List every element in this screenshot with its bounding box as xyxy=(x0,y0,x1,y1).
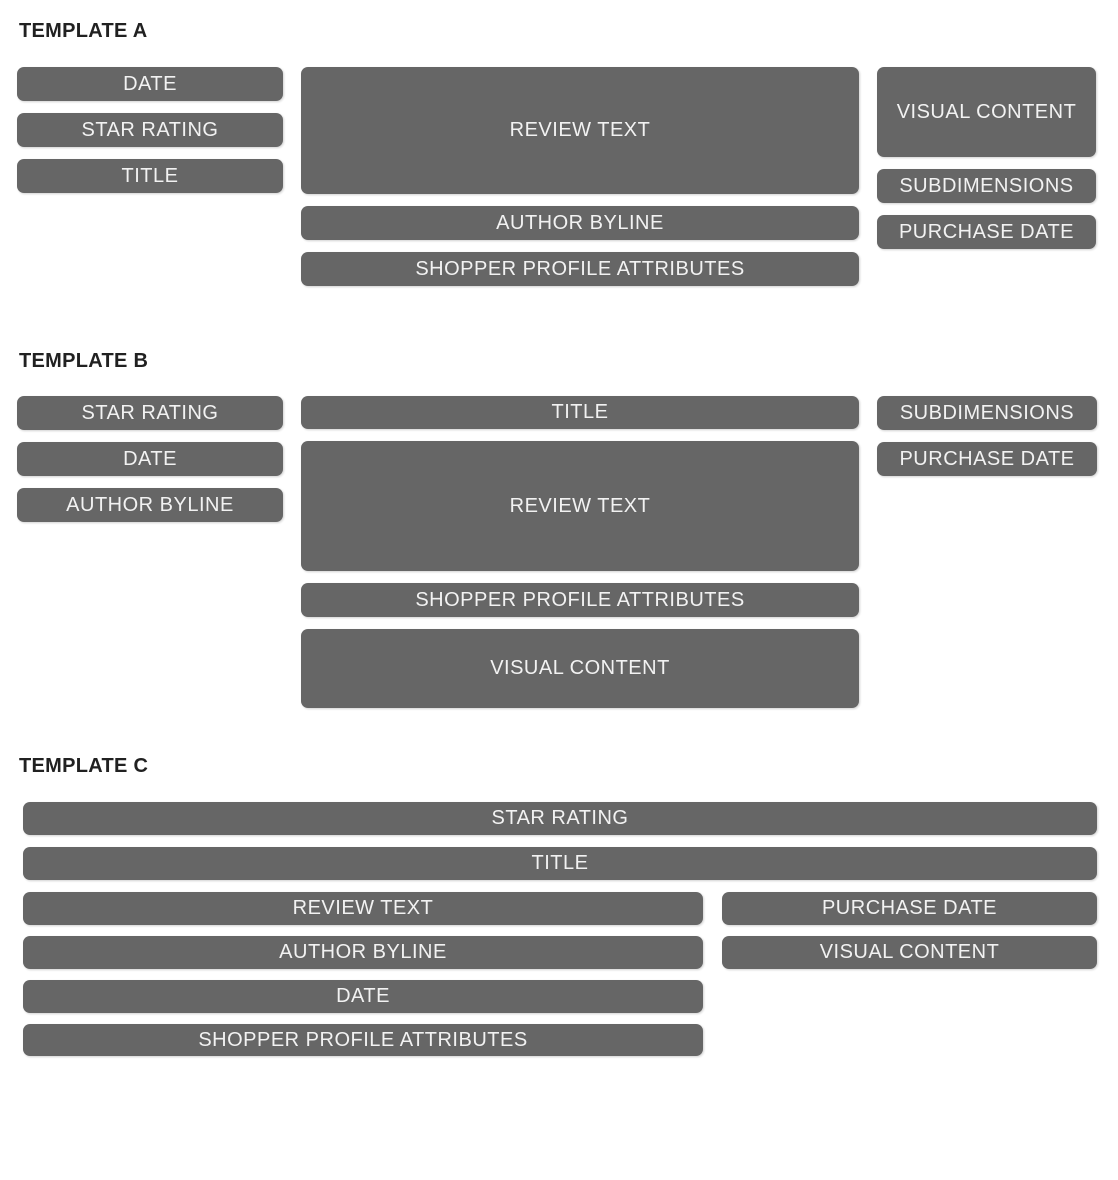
field-box-title: TITLE xyxy=(23,847,1097,880)
template-c-heading: TEMPLATE C xyxy=(19,755,149,777)
field-box-review-text: REVIEW TEXT xyxy=(301,67,859,194)
field-box-star-rating: STAR RATING xyxy=(23,802,1097,835)
field-box-title: TITLE xyxy=(17,159,283,193)
template-c-columns: REVIEW TEXT AUTHOR BYLINE DATE SHOPPER P… xyxy=(23,892,1097,1056)
template-a-left-column: DATE STAR RATING TITLE xyxy=(17,67,283,193)
field-box-star-rating: STAR RATING xyxy=(17,396,283,430)
template-a-heading: TEMPLATE A xyxy=(19,20,148,42)
field-box-purchase-date: PURCHASE DATE xyxy=(877,215,1096,249)
template-b-middle-column: TITLE REVIEW TEXT SHOPPER PROFILE ATTRIB… xyxy=(301,396,859,708)
template-b-right-column: SUBDIMENSIONS PURCHASE DATE xyxy=(877,396,1097,476)
field-box-shopper-profile-attributes: SHOPPER PROFILE ATTRIBUTES xyxy=(23,1024,703,1056)
template-a-section: TEMPLATE A DATE STAR RATING TITLE REVIEW… xyxy=(0,0,1118,286)
field-box-date: DATE xyxy=(17,442,283,476)
field-box-purchase-date: PURCHASE DATE xyxy=(722,892,1097,925)
template-c-right-column: PURCHASE DATE VISUAL CONTENT xyxy=(722,892,1097,969)
template-b-section: TEMPLATE B STAR RATING DATE AUTHOR BYLIN… xyxy=(0,286,1118,708)
template-b-columns: STAR RATING DATE AUTHOR BYLINE TITLE REV… xyxy=(17,396,1118,708)
field-box-subdimensions: SUBDIMENSIONS xyxy=(877,396,1097,430)
field-box-date: DATE xyxy=(17,67,283,101)
field-box-review-text: REVIEW TEXT xyxy=(301,441,859,571)
field-box-date: DATE xyxy=(23,980,703,1013)
field-box-author-byline: AUTHOR BYLINE xyxy=(301,206,859,240)
field-box-shopper-profile-attributes: SHOPPER PROFILE ATTRIBUTES xyxy=(301,252,859,286)
template-a-middle-column: REVIEW TEXT AUTHOR BYLINE SHOPPER PROFIL… xyxy=(301,67,859,286)
template-a-right-column: VISUAL CONTENT SUBDIMENSIONS PURCHASE DA… xyxy=(877,67,1096,249)
field-box-visual-content: VISUAL CONTENT xyxy=(722,936,1097,969)
template-b-heading: TEMPLATE B xyxy=(19,350,149,372)
template-c-content: STAR RATING TITLE REVIEW TEXT AUTHOR BYL… xyxy=(23,802,1097,1056)
field-box-visual-content: VISUAL CONTENT xyxy=(877,67,1096,157)
field-box-visual-content: VISUAL CONTENT xyxy=(301,629,859,708)
template-c-left-column: REVIEW TEXT AUTHOR BYLINE DATE SHOPPER P… xyxy=(23,892,703,1056)
template-a-columns: DATE STAR RATING TITLE REVIEW TEXT AUTHO… xyxy=(17,67,1118,286)
field-box-subdimensions: SUBDIMENSIONS xyxy=(877,169,1096,203)
field-box-star-rating: STAR RATING xyxy=(17,113,283,147)
field-box-author-byline: AUTHOR BYLINE xyxy=(23,936,703,969)
field-box-purchase-date: PURCHASE DATE xyxy=(877,442,1097,476)
template-b-left-column: STAR RATING DATE AUTHOR BYLINE xyxy=(17,396,283,522)
template-c-section: TEMPLATE C STAR RATING TITLE REVIEW TEXT… xyxy=(0,708,1118,1056)
field-box-shopper-profile-attributes: SHOPPER PROFILE ATTRIBUTES xyxy=(301,583,859,617)
field-box-review-text: REVIEW TEXT xyxy=(23,892,703,925)
field-box-author-byline: AUTHOR BYLINE xyxy=(17,488,283,522)
field-box-title: TITLE xyxy=(301,396,859,429)
